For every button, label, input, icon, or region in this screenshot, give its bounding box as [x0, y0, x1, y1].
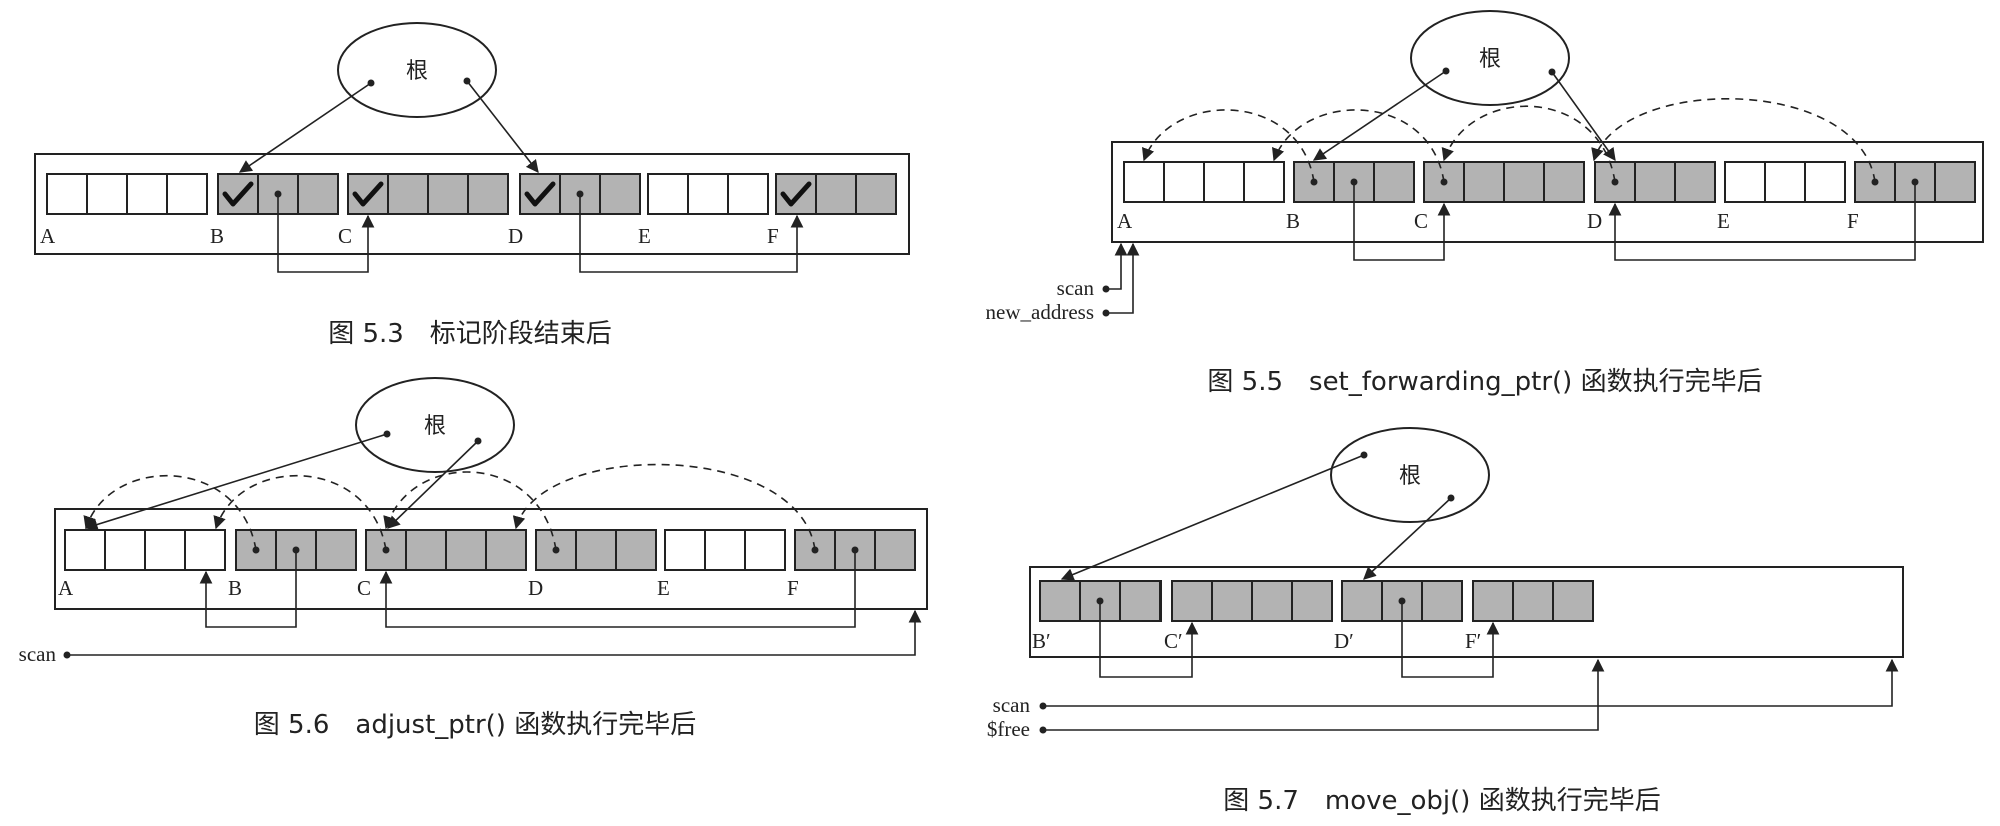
label-d: D	[528, 576, 543, 600]
label-c-prime: C′	[1164, 629, 1183, 653]
root-ellipse	[337, 22, 497, 118]
label-a: A	[58, 576, 74, 600]
label-c: C	[357, 576, 371, 600]
label-e: E	[657, 576, 670, 600]
label-e: E	[638, 224, 651, 248]
mark-check-icon	[352, 181, 384, 207]
label-f: F	[787, 576, 799, 600]
object-e	[1724, 161, 1846, 203]
label-c: C	[1414, 209, 1428, 233]
scan-label: scan	[19, 642, 57, 666]
object-a	[64, 529, 226, 571]
figure-5-6: 根 scan A B C D E F 图 5.6 adjust_ptr() 函数…	[19, 377, 928, 740]
object-c	[347, 173, 509, 215]
object-b-moved	[1039, 580, 1162, 622]
object-a	[46, 173, 208, 215]
object-f-moved	[1472, 580, 1594, 622]
object-f	[775, 173, 897, 215]
figure-caption: 图 5.6 adjust_ptr() 函数执行完毕后	[254, 710, 696, 740]
object-d-moved	[1341, 580, 1463, 622]
mark-check-icon	[780, 181, 812, 207]
figure-5-5: 根 scan new_address A B C D E F 图 5.5 set…	[986, 10, 1984, 397]
label-b: B	[1286, 209, 1300, 233]
free-label: $free	[987, 717, 1030, 741]
object-a	[1123, 161, 1285, 203]
label-b: B	[228, 576, 242, 600]
scan-label: scan	[1057, 276, 1095, 300]
object-c	[1423, 161, 1585, 203]
object-b	[235, 529, 357, 571]
scan-label: scan	[993, 693, 1031, 717]
label-f: F	[1847, 209, 1859, 233]
label-a: A	[1117, 209, 1133, 233]
object-c-moved	[1171, 580, 1333, 622]
label-f: F	[767, 224, 779, 248]
label-d-prime: D′	[1334, 629, 1354, 653]
label-c: C	[338, 224, 352, 248]
figure-5-7: 根 scan $free B′ C′ D′ F′ 图 5.7 move_obj(…	[987, 427, 1904, 816]
root-label: 根	[1479, 47, 1501, 72]
object-e	[647, 173, 769, 215]
new-address-label: new_address	[986, 300, 1094, 324]
figure-5-3: 根 A B C D E F 图 5.3 标记阶段结束后	[34, 22, 910, 349]
object-d	[535, 529, 657, 571]
label-d: D	[1587, 209, 1602, 233]
object-d	[1594, 161, 1716, 203]
root-ellipse	[355, 377, 515, 473]
root-label: 根	[406, 59, 428, 84]
label-b-prime: B′	[1032, 629, 1051, 653]
label-b: B	[210, 224, 224, 248]
label-a: A	[40, 224, 56, 248]
label-e: E	[1717, 209, 1730, 233]
mark-check-icon	[222, 181, 254, 207]
object-d	[519, 173, 641, 215]
figure-caption: 图 5.5 set_forwarding_ptr() 函数执行完毕后	[1207, 367, 1762, 397]
object-e	[664, 529, 786, 571]
root-label: 根	[1399, 464, 1421, 489]
root-label: 根	[424, 414, 446, 439]
mark-check-icon	[524, 181, 556, 207]
figure-caption: 图 5.7 move_obj() 函数执行完毕后	[1223, 786, 1660, 816]
object-c	[365, 529, 527, 571]
label-d: D	[508, 224, 523, 248]
root-ellipse	[1410, 10, 1570, 106]
label-f-prime: F′	[1465, 629, 1481, 653]
figure-caption: 图 5.3 标记阶段结束后	[328, 319, 612, 349]
